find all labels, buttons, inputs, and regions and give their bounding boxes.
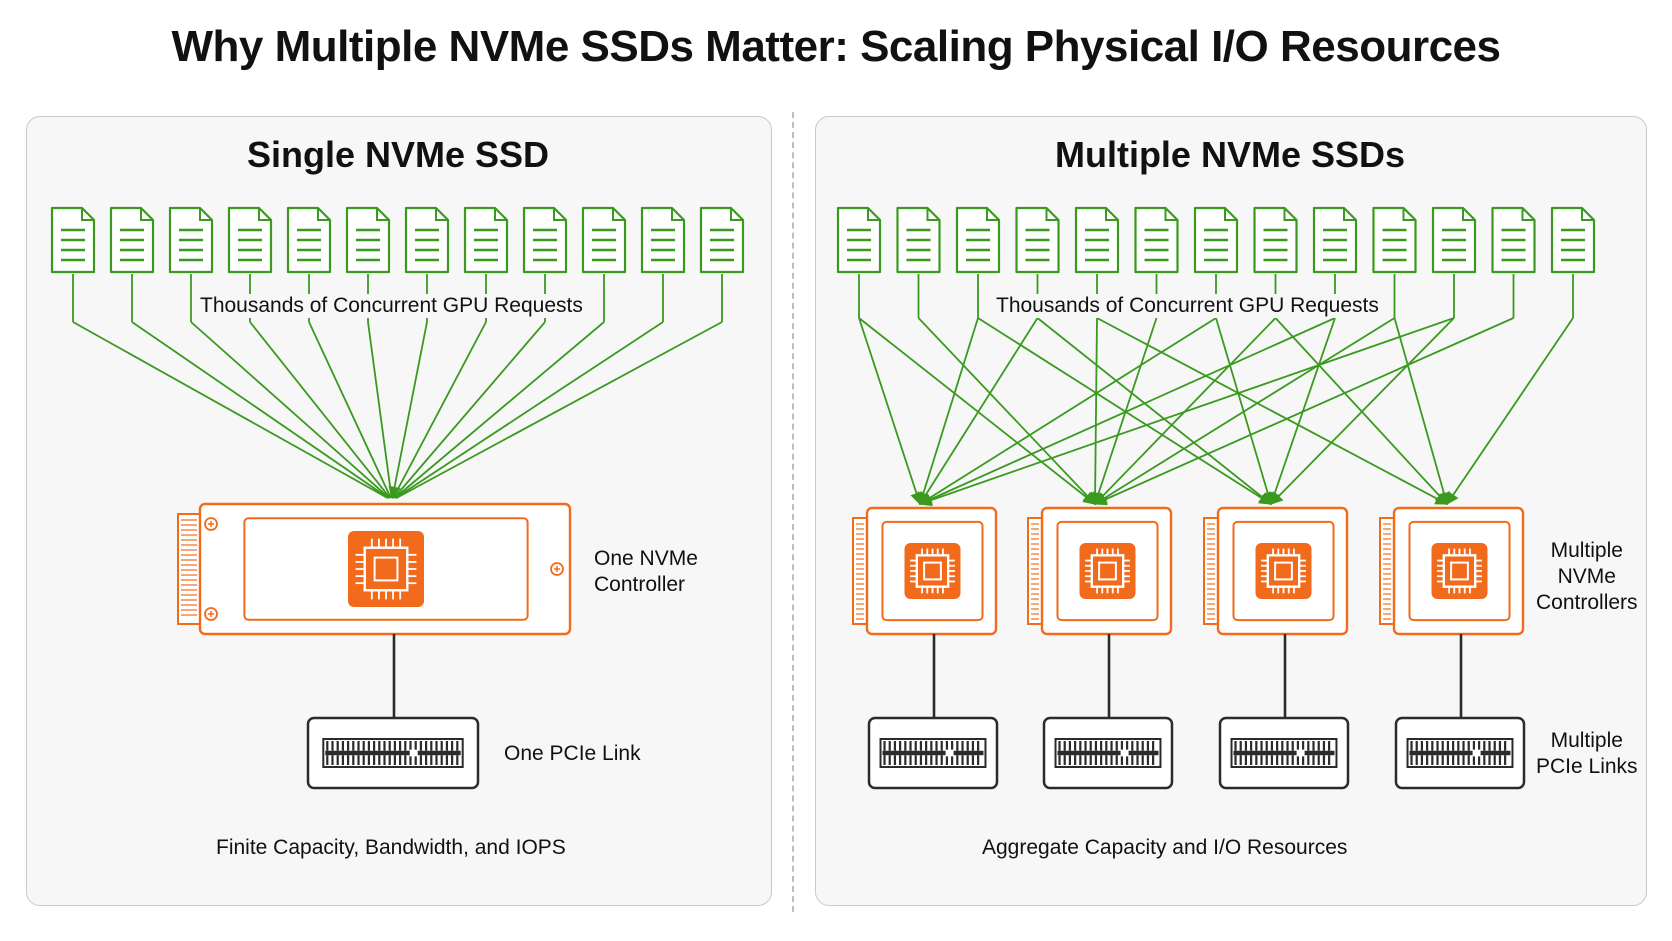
- multiple-controllers-label-line1: Multiple: [1550, 539, 1623, 562]
- one-pcie-link-label: One PCIe Link: [504, 742, 641, 765]
- document-icon: [50, 206, 96, 274]
- page-title: Why Multiple NVMe SSDs Matter: Scaling P…: [171, 22, 1501, 71]
- document-icon: [345, 206, 391, 274]
- request-arrow: [1093, 317, 1395, 505]
- request-arrow: [388, 321, 428, 500]
- request-arrow: [131, 321, 389, 499]
- document-icon: [896, 206, 941, 274]
- request-arrow: [1036, 317, 1272, 505]
- left-requests-label: Thousands of Concurrent GPU Requests: [196, 294, 587, 318]
- document-icon: [227, 206, 273, 274]
- document-icon: [1015, 206, 1060, 274]
- document-icon: [404, 206, 450, 274]
- request-arrow: [918, 317, 1455, 507]
- document-icon: [1431, 206, 1477, 274]
- request-arrow: [394, 321, 605, 499]
- multiple-controllers-label-line3: Controllers: [1536, 591, 1638, 614]
- document-icon: [1491, 206, 1536, 274]
- multiple-pcie-links-label-line1: Multiple: [1550, 729, 1623, 752]
- multiple-controllers-label: Multiple NVMe Controllers: [1536, 538, 1638, 616]
- document-icon: [1372, 206, 1417, 274]
- request-arrow: [395, 321, 664, 499]
- pcie-link-1: [867, 716, 999, 790]
- cpu-chip-icon: [904, 543, 961, 599]
- document-icon: [168, 206, 214, 274]
- cpu-chip-icon: [1079, 543, 1136, 599]
- single-ssd-heading: Single NVMe SSD: [246, 134, 550, 175]
- multiple-pcie-links-label: Multiple PCIe Links: [1536, 728, 1638, 780]
- request-arrow: [1096, 317, 1449, 505]
- panel-divider: [792, 112, 794, 912]
- document-icon: [1193, 206, 1239, 274]
- cpu-chip-icon: [348, 531, 424, 607]
- request-arrow: [977, 317, 1273, 505]
- request-arrow: [1088, 317, 1102, 506]
- request-arrow: [1446, 317, 1574, 506]
- request-arrow: [919, 317, 1039, 506]
- request-arrow: [395, 321, 723, 499]
- request-arrow: [1270, 317, 1455, 505]
- request-arrow: [393, 321, 546, 499]
- request-arrow: [367, 321, 393, 499]
- pcie-link-2: [1042, 716, 1174, 790]
- document-icon: [836, 206, 882, 274]
- right-requests-label: Thousands of Concurrent GPU Requests: [992, 294, 1383, 318]
- pcie-link-4: [1394, 716, 1526, 790]
- request-arrow: [1393, 317, 1450, 506]
- document-icon: [1134, 206, 1179, 274]
- document-icon: [109, 206, 155, 274]
- request-arrow: [918, 317, 1217, 505]
- cpu-chip-icon: [1255, 543, 1312, 599]
- document-icon: [640, 206, 686, 274]
- one-controller-label-line1: One NVMe: [594, 547, 698, 570]
- cpu-chip-icon: [1431, 543, 1488, 599]
- document-icon: [1253, 206, 1298, 274]
- request-arrow: [918, 317, 1336, 506]
- request-arrow: [858, 317, 1096, 505]
- document-icon: [1550, 206, 1596, 274]
- document-icon: [1312, 206, 1358, 274]
- request-arrow: [1093, 317, 1514, 506]
- one-controller-label-line2: Controller: [594, 573, 686, 596]
- document-icon: [581, 206, 627, 274]
- multiple-pcie-links-label-line2: PCIe Links: [1536, 755, 1638, 778]
- multiple-controllers-label-line2: NVMe: [1557, 565, 1616, 588]
- left-footer: Finite Capacity, Bandwidth, and IOPS: [216, 836, 566, 859]
- document-icon: [955, 206, 1001, 274]
- single-pcie-link: [306, 716, 480, 790]
- multiple-ssd-heading: Multiple NVMe SSDs: [1054, 134, 1406, 175]
- request-arrow: [392, 321, 487, 499]
- request-arrow: [190, 321, 390, 499]
- document-icon: [1074, 206, 1120, 274]
- one-controller-label: One NVMe Controller: [594, 546, 698, 598]
- document-icon: [699, 206, 745, 274]
- request-arrow: [917, 317, 1096, 505]
- request-arrow: [917, 317, 979, 506]
- document-icon: [463, 206, 509, 274]
- document-icon: [522, 206, 568, 274]
- right-footer: Aggregate Capacity and I/O Resources: [982, 836, 1348, 859]
- document-icon: [286, 206, 332, 274]
- request-arrow: [858, 317, 923, 506]
- request-arrow: [72, 321, 389, 499]
- pcie-link-3: [1218, 716, 1350, 790]
- request-arrow: [308, 321, 392, 499]
- request-arrow: [249, 321, 391, 499]
